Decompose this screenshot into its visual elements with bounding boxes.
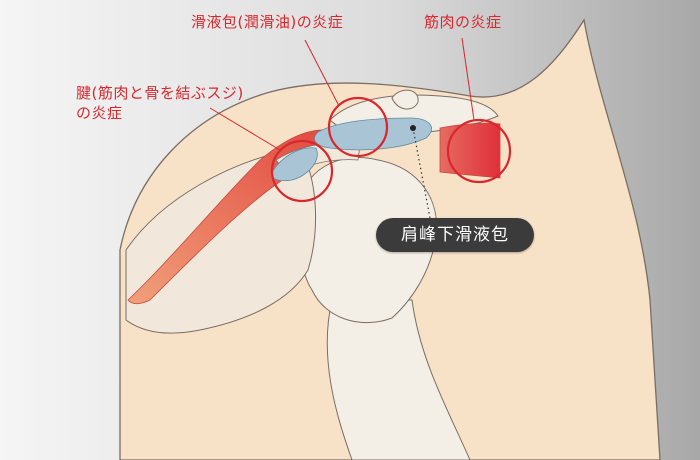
acromion-knob — [391, 89, 419, 110]
tendon-circle — [270, 139, 334, 203]
subacromial-bursa-callout: 肩峰下滑液包 — [376, 218, 534, 252]
tendon-bursa — [271, 147, 318, 182]
callout-leader-line — [412, 127, 431, 219]
synovial-leader-line — [304, 39, 340, 107]
muscle-leader-line — [461, 37, 475, 121]
scapula — [125, 147, 317, 334]
tendon-label-line-2: の炎症 — [76, 104, 123, 122]
muscle-circle — [446, 118, 512, 184]
tendon-inflammation-label: 腱(筋肉と骨を結ぶスジ) の炎症 — [76, 83, 244, 123]
muscle-inflammation-label: 筋肉の炎症 — [424, 13, 502, 31]
subacromial-bursa — [314, 117, 432, 151]
tendon-leader-line — [209, 107, 281, 151]
callout-point — [410, 125, 416, 131]
tendon-label-line-1: 腱(筋肉と骨を結ぶスジ) — [76, 84, 244, 102]
synovial-bursa-label: 滑液包(潤滑油)の炎症 — [191, 13, 344, 31]
synovial-bursa-circle — [327, 96, 389, 158]
